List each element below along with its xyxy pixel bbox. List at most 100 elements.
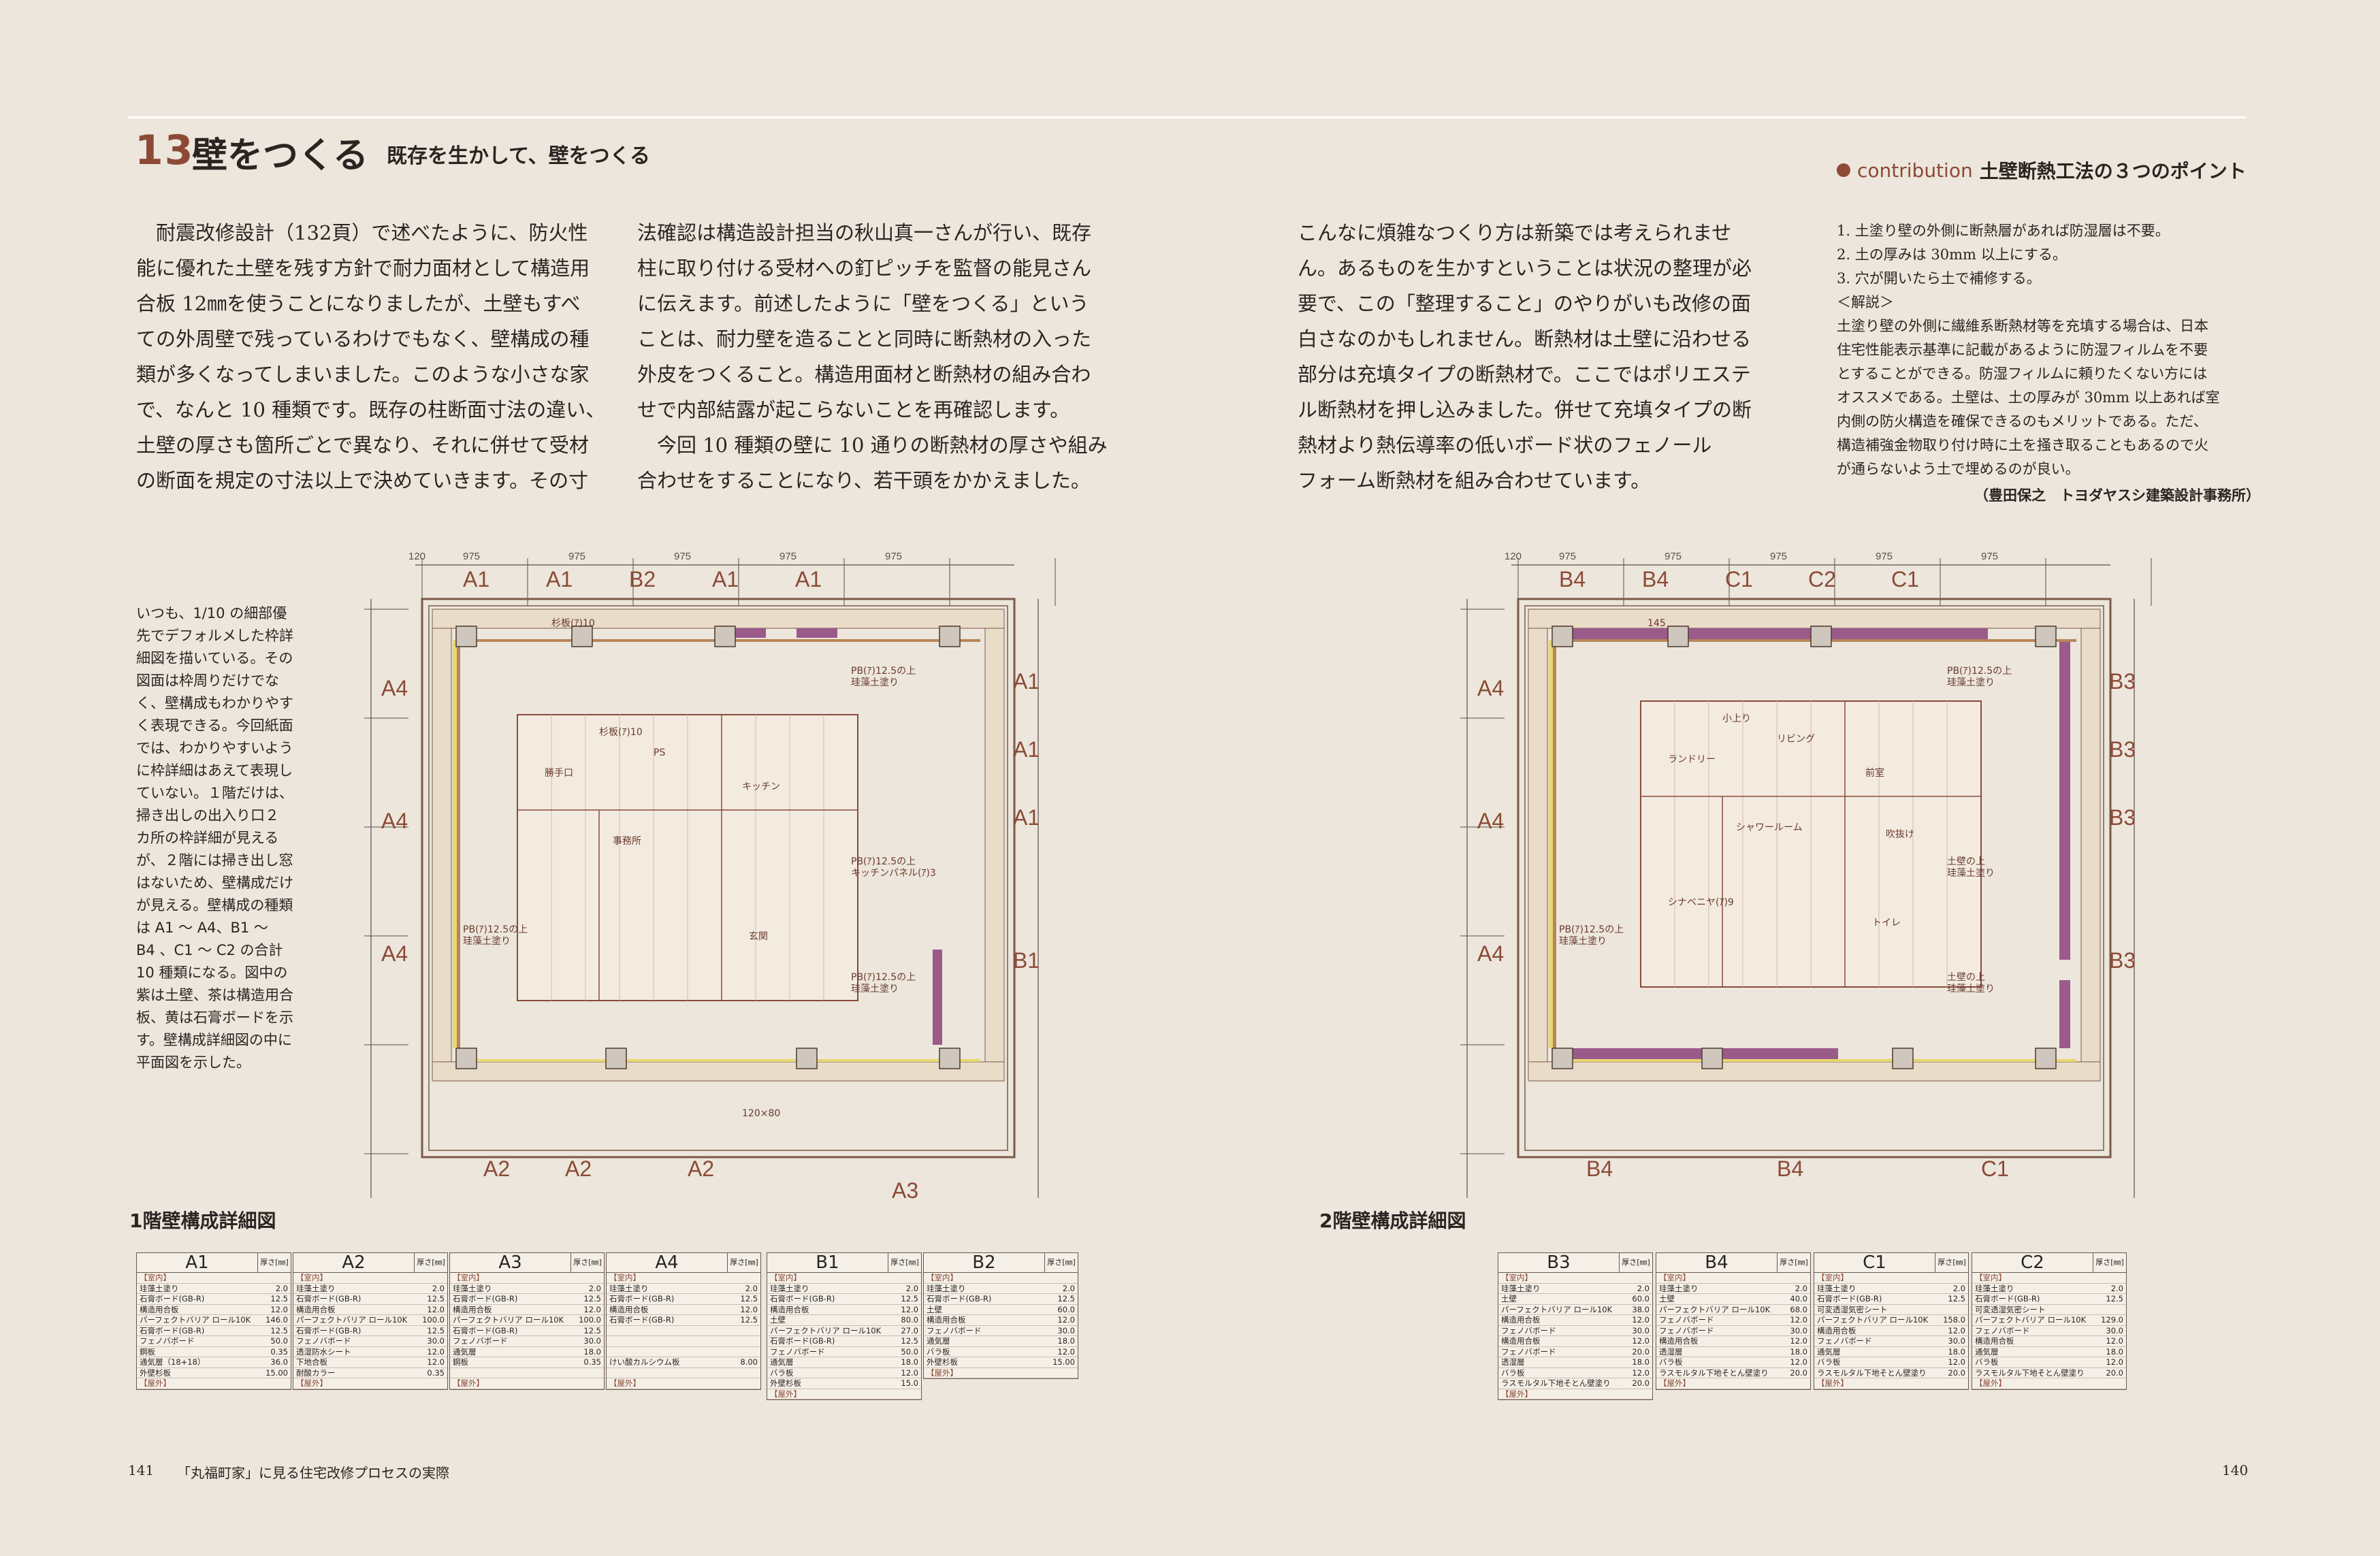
spec-table-name: B2 — [972, 1252, 996, 1273]
spec-layer-name — [607, 1326, 728, 1336]
note-label: PB(ｱ)12.5の上キッチンパネル(ｱ)3 — [851, 856, 936, 879]
page-number-left: 141 — [128, 1462, 155, 1478]
spec-layer-name: 石膏ボード(GB-R) — [296, 1325, 361, 1335]
zone-label-bottom: B4 — [1777, 1156, 1803, 1181]
spec-layer-name — [607, 1368, 728, 1378]
spec-layer-name: 透湿層 — [1501, 1357, 1525, 1367]
post — [2035, 626, 2057, 647]
dim-label: 975 — [779, 551, 797, 562]
earth-wall-segment — [933, 950, 942, 1045]
spec-layer-name: 石膏ボード(GB-R) — [453, 1294, 518, 1303]
insulation-right — [984, 628, 1005, 1063]
room-label: 勝手口 — [545, 768, 573, 779]
spec-layer-name: 下地合板 — [296, 1357, 327, 1367]
note-line: 杉板(ｱ)10 — [551, 618, 595, 629]
spec-row — [607, 1347, 760, 1357]
spec-table-unit: 厚さ[㎜] — [727, 1253, 760, 1272]
spec-layer-thickness: 2.0 — [1952, 1283, 1965, 1293]
spec-layer-name: フェノバボード — [1501, 1325, 1556, 1335]
room-label: 玄関 — [749, 930, 768, 942]
dim-label: 975 — [463, 551, 480, 562]
spec-table-unit: 厚さ[㎜] — [414, 1253, 447, 1272]
spec-layer-thickness: 12.5 — [901, 1294, 918, 1303]
room-label: ランドリー — [1668, 754, 1716, 765]
body-column-3: こんなに煩雑なつくり方は新築では考えられませ ん。あるものを生かすということは状… — [1298, 221, 1752, 492]
spec-layer-thickness: 12.0 — [427, 1357, 445, 1367]
dim-label: 975 — [1876, 551, 1893, 562]
spec-layer-name: 【屋外】 — [453, 1378, 484, 1388]
spec-layer-name: パーフェクトバリア ロール10K — [296, 1315, 408, 1325]
spec-row: 石膏ボード(GB-R)12.5 — [450, 1326, 604, 1336]
spec-layer-thickness: 12.5 — [740, 1315, 758, 1325]
spec-layer-thickness: 18.0 — [1632, 1357, 1650, 1367]
spec-layer-thickness: 15.00 — [266, 1367, 288, 1378]
spec-layer-name: 【屋外】 — [927, 1367, 958, 1378]
spec-layer-name: 【屋外】 — [1817, 1378, 1848, 1388]
spec-layer-name: フェノバボード — [1975, 1325, 2030, 1335]
earth-wall-segment — [2059, 640, 2070, 960]
spec-layer-thickness: 12.5 — [427, 1325, 445, 1335]
spec-layer-name: フェノバボード — [1501, 1346, 1556, 1357]
spec-layer-thickness: 12.0 — [270, 1304, 288, 1314]
spec-row: 【屋外】 — [450, 1378, 604, 1389]
room-label: シナベニヤ(ｱ)9 — [1668, 897, 1734, 908]
zone-label-top: B4 — [1642, 567, 1669, 591]
spec-layer-thickness — [1778, 1273, 1810, 1283]
side-note-line: 先でデフォルメした枠詳 — [136, 628, 293, 644]
spec-row — [607, 1336, 760, 1347]
spec-layer-name: 【室内】 — [1659, 1273, 1690, 1282]
zone-label-left: A4 — [1477, 941, 1504, 966]
contribution-label: contribution — [1857, 159, 1973, 182]
spec-layer-name — [607, 1347, 728, 1357]
side-note-line: は A1 ～ A4、B1 ～ — [136, 920, 268, 936]
post — [939, 1048, 961, 1069]
spec-row: 【室内】 — [293, 1273, 447, 1284]
zone-label-right: A1 — [1013, 669, 1040, 694]
spec-layer-thickness: 80.0 — [901, 1315, 918, 1325]
spec-layer-name: バラ板 — [1659, 1357, 1683, 1367]
spec-row: 【室内】 — [450, 1273, 604, 1284]
side-note-line: B4 、C1 ～ C2 の合計 — [136, 942, 283, 958]
zone-label-top: A1 — [795, 567, 822, 591]
spec-table-name: A4 — [655, 1252, 679, 1273]
page-number-right: 140 — [2222, 1462, 2249, 1478]
spec-layer-name — [450, 1368, 571, 1378]
zone-label-left: A4 — [1477, 676, 1504, 700]
spec-layer-name: フェノバボード — [770, 1346, 825, 1357]
spec-layer-name: バラ板 — [770, 1367, 794, 1378]
note-line: 土壁の上 — [1947, 972, 1985, 983]
spec-layer-thickness: 12.5 — [901, 1336, 918, 1346]
side-note-line: が、２階には掃き出し窓 — [136, 852, 293, 869]
spec-layer-thickness — [1045, 1368, 1078, 1378]
spec-layer-name: 構造用合板 — [140, 1304, 179, 1314]
spec-layer-thickness: 18.0 — [1790, 1346, 1807, 1357]
post — [1810, 626, 1832, 647]
zone-label-bottom: A2 — [688, 1156, 714, 1181]
spec-layer-name: 構造用合板 — [1501, 1315, 1541, 1325]
note-line: PB(ｱ)12.5の上 — [851, 856, 916, 867]
spec-layer-name: 【室内】 — [770, 1273, 801, 1282]
spec-table-unit: 厚さ[㎜] — [1777, 1253, 1810, 1272]
spec-layer-name: ラスモルタル下地そとん壁塗り — [1501, 1378, 1611, 1388]
outer-wall-inner — [428, 605, 1008, 1151]
note-line: 珪藻土塗り — [1947, 677, 1995, 688]
spec-layer-name: 通気層（18+18） — [140, 1357, 206, 1367]
spec-layer-thickness: 20.0 — [1948, 1367, 1965, 1378]
spec-layer-name: 石膏ボード(GB-R) — [1817, 1294, 1882, 1303]
